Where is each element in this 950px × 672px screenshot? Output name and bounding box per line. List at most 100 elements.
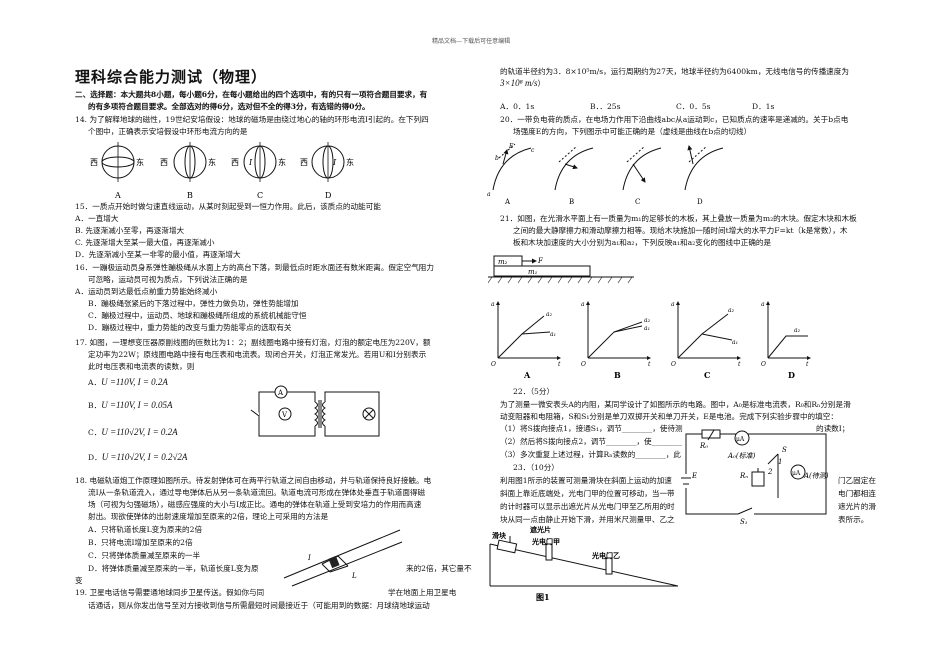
q21-b-axis-a: a bbox=[581, 301, 585, 308]
q18-railgun-figure: I L bbox=[283, 529, 403, 587]
q20-curve-c bbox=[622, 147, 662, 191]
q19-line-4: 3×10⁸ m/s） bbox=[500, 78, 546, 88]
q21-graphs: a O t a₂ a₁ a O t a₂ a₁ a O t a₂ a₁ a O … bbox=[491, 301, 811, 380]
q18-option-d-right: 来的2倍，其它量不 bbox=[406, 564, 472, 573]
q18-label-i: I bbox=[307, 554, 311, 562]
q21-b-origin: O bbox=[581, 361, 586, 368]
q21-a-label-a2: a₂ bbox=[546, 311, 553, 318]
q17-line-1: 17. 如图，一理想变压器原副线圈的匝数比为1：2；副线圈电路中接有灯泡，灯泡的… bbox=[75, 338, 431, 347]
q14-label-a: A bbox=[114, 191, 121, 200]
q14-label-d: D bbox=[325, 191, 331, 200]
q15-option-b: B. 先逐渐减小至零，再逐渐增大 bbox=[75, 226, 185, 235]
q14-current-d: I bbox=[332, 158, 337, 167]
q23-figure: 遮光片 滑块 光电门甲 光电门乙 图1 bbox=[489, 525, 679, 602]
instructions-line-1: 二、选择题：本大题共8小题，每小题6分，在每小题给出的四个选项中，有的只有一项符… bbox=[75, 90, 428, 99]
q15-option-c: C. 先逐渐增大至某一最大值，再逐渐减小 bbox=[75, 238, 215, 247]
q14-globe-d: 西 东 I D bbox=[300, 142, 354, 200]
q16-option-a: A．运动员到达最低点前重力势能始终减小 bbox=[75, 287, 218, 296]
q14-globe-c: 西 东 I C bbox=[231, 142, 286, 200]
q17-ammeter-label: A bbox=[277, 389, 284, 397]
q23-line-3: 的计时器可以显示出遮光片从光电门甲至乙所用的时 bbox=[500, 502, 675, 511]
q23-right-1: 门乙固定在 bbox=[838, 476, 876, 485]
q21-b-label-a2: a₂ bbox=[644, 317, 651, 324]
q14-west-d: 西 bbox=[300, 158, 308, 167]
q14-globe-b: 西 东 B bbox=[160, 142, 216, 200]
q17-option-d: D．U =110√2V, I = 0.2√2A bbox=[88, 452, 188, 462]
q22-std-meter-symbol: μA bbox=[736, 436, 745, 443]
q21-c-label-a2: a₂ bbox=[728, 307, 735, 314]
q21-c-label-a1: a₁ bbox=[732, 339, 738, 346]
q23-gate1-label: 光电门甲 bbox=[531, 537, 560, 546]
q19-line-1-left: 19. 卫星电话信号需要通地球同步卫星传送。假如你与同 bbox=[75, 588, 265, 597]
q20-label-d: D bbox=[697, 198, 703, 206]
q21-label-d: D bbox=[788, 370, 795, 380]
q14-east-d: 东 bbox=[346, 157, 354, 167]
q18-option-c: C．只将弹体质量减至原来的一半 bbox=[88, 551, 201, 560]
q17-circuit: A V bbox=[247, 385, 380, 437]
q22-std-label: A₀(标准) bbox=[727, 452, 756, 460]
q14-line-2: 个图中，正确表示安培假设中环形电流方向的是 bbox=[88, 127, 248, 136]
instructions-line-2: 的有多项符合题目要求。全部选对的得6分，选对但不全的得3分，有选错的得0分。 bbox=[88, 102, 370, 111]
q22-step-3: （3）多次重复上述过程，计算Rₙ读数的________，此 bbox=[500, 450, 681, 459]
q21-m1-label: m₁ bbox=[528, 268, 538, 276]
q14-globe-a: 西 东 A bbox=[90, 142, 144, 200]
q22-step-1: （1）将S拨向接点1，接通S₁，调节________，使待测 bbox=[500, 424, 683, 433]
q21-label-b: B bbox=[614, 370, 621, 380]
q22-e-label: E bbox=[691, 472, 697, 480]
q18-option-b: B．只将电流I增加至原来的2倍 bbox=[88, 538, 193, 547]
q22-line-1: 为了测量一微安表头A的内阻，某同学设计了如图所示的电路。图中，A₀是标准电流表，… bbox=[500, 400, 851, 409]
q14-line-1: 14. 为了解释地球的磁性，19世纪安培假设：地球的磁场是由绕过地心的轴的环形电… bbox=[75, 115, 429, 124]
q22-test-label: A(待测) bbox=[803, 472, 829, 480]
q21-force-label: F bbox=[537, 257, 544, 265]
q21-c-axis-a: a bbox=[671, 301, 675, 308]
q14-label-c: C bbox=[257, 191, 263, 200]
q16-option-c: C．蹦极过程中，运动员、地球和蹦极绳所组成的系统机械能守恒 bbox=[88, 311, 307, 320]
q18-line-3: 场（可视为匀强磁场），磁感应强度的大小与I成正比。通电的弹体在轨道上受到安培力的… bbox=[88, 500, 422, 509]
q20-curve-a bbox=[492, 147, 532, 191]
q16-option-b: B．蹦极绳张紧后的下落过程中，弹性力做负功，弹性势能增加 bbox=[88, 299, 299, 308]
q19-option-c: C．0．5s bbox=[676, 102, 711, 111]
q18-option-d-left: D．将弹体质量减至原来的一半，轨道长度L变为原 bbox=[88, 564, 259, 573]
q21-label-c: C bbox=[704, 370, 710, 380]
q22-s1-label: S₁ bbox=[740, 518, 748, 524]
q17-option-a: A．U =110V, I = 0.2A bbox=[88, 377, 168, 387]
q22-point-2: 2 bbox=[767, 468, 773, 476]
q23-right-2: 电门都相连 bbox=[838, 489, 876, 498]
q21-line-3: 板和木块加速度的大小分别为a₁和a₂，下列反映a₁和a₂变化的图线中正确的是 bbox=[513, 238, 772, 247]
q20-a-point-e: E bbox=[508, 143, 514, 150]
q20-label-a: A bbox=[504, 198, 511, 206]
q19-line-1-right: 学在地面上用卫星电 bbox=[388, 588, 457, 597]
q22-r0-label: R₀ bbox=[699, 442, 708, 450]
q20-figure: a b c E A B C D bbox=[487, 143, 724, 206]
q17-option-b: B．U =110V, I = 0.05A bbox=[88, 400, 173, 410]
page-title: 理科综合能力测试（物理） bbox=[75, 68, 268, 86]
q23-head: 23．（10分） bbox=[513, 463, 559, 472]
q18-option-d-tail: 变 bbox=[75, 576, 83, 585]
q19-option-b: B．．25s bbox=[590, 102, 621, 111]
q20-label-c: C bbox=[635, 198, 640, 206]
q21-line-1: 21．如图，在光滑水平面上有一质量为m₁的足够长的木板，其上叠放一质量为m₂的木… bbox=[500, 214, 857, 223]
q22-point-1: 1 bbox=[778, 458, 782, 466]
q20-line-2: 场强度E的方向，下列图示中可能正确的是（虚线是曲线在b点的切线） bbox=[513, 127, 752, 136]
q14-west-b: 西 bbox=[160, 158, 168, 167]
q14-east-a: 东 bbox=[136, 157, 144, 167]
q19-option-a: A．0．1s bbox=[500, 102, 535, 111]
q20-a-point-b: b bbox=[495, 155, 499, 162]
q20-a-point-c: c bbox=[531, 147, 535, 154]
q21-label-a: A bbox=[523, 370, 531, 380]
q21-a-origin: O bbox=[491, 361, 496, 368]
q21-block-figure: m₂ m₁ F bbox=[488, 255, 634, 284]
q20-curve-b bbox=[554, 147, 594, 191]
q23-figure-label: 图1 bbox=[536, 592, 550, 602]
q20-label-b: B bbox=[569, 198, 574, 206]
q22-s-label: S bbox=[782, 446, 787, 454]
q23-line-1: 利用图1所示的装置可测量滑块在斜面上运动的加速 bbox=[500, 476, 672, 485]
q22-circuit: μA μA R₀ A₀(标准) A(待测) E S S₁ Rₙ 1 2 bbox=[681, 429, 829, 524]
q23-right-3: 遮光片的滑 bbox=[838, 502, 876, 511]
q14-label-b: B bbox=[187, 191, 193, 200]
q16-line-2: 可忽略，运动员可视为质点，下列说法正确的是 bbox=[88, 275, 248, 284]
q21-b-axis-t: t bbox=[648, 361, 651, 368]
q21-line-2: 之间的最大静摩擦力和滑动摩擦力相等。现给木块施加一随时间t增大的水平力F=kt（… bbox=[513, 226, 848, 235]
q19-option-d: D．1s bbox=[752, 102, 775, 111]
q21-d-origin: O bbox=[761, 361, 766, 368]
